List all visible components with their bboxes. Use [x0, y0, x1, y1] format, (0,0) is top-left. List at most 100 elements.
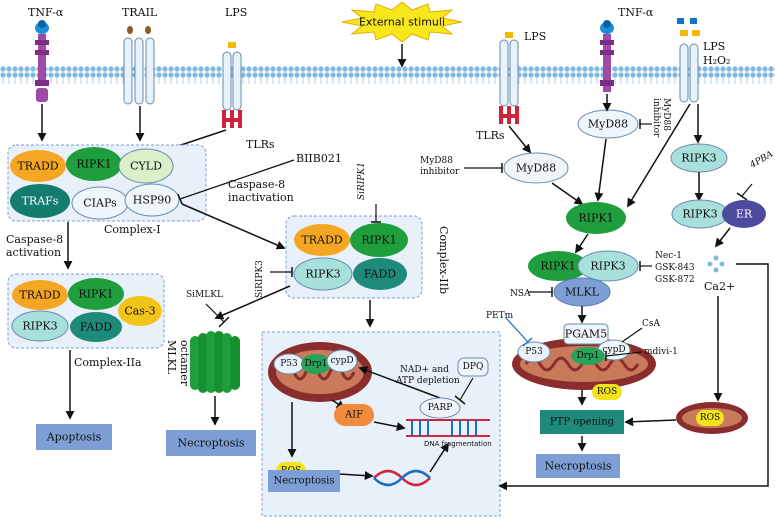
right-ros: [592, 384, 622, 400]
complex2a-tradd-label: TRADD: [19, 289, 60, 302]
right-mlkl-label: MLKL: [565, 286, 600, 299]
myd88-mid: [503, 152, 569, 184]
right-ros-label: ROS: [597, 387, 617, 397]
gsk843-label: GSK-843: [655, 263, 695, 273]
box-parp: [419, 397, 461, 419]
right-drp1-label: Drp1: [576, 351, 599, 361]
right-ripk3-top-label: RIPK3: [681, 152, 716, 165]
petm-label: PETm: [486, 311, 514, 321]
complex2a-cas3-label: Cas-3: [124, 305, 155, 318]
complex2b-name: Complex-IIb: [437, 226, 450, 294]
tnf-receptor-right: [600, 20, 614, 92]
lps-left-label: LPS: [225, 6, 247, 19]
complex2a-ripk3: [11, 310, 69, 342]
h2o2-label: H₂O₂: [703, 54, 730, 67]
complex2b-fadd: [353, 258, 407, 290]
ca-label: Ca2+: [704, 280, 735, 293]
casp8-inactivation-1: Caspase-8: [228, 178, 285, 191]
complex2b-fadd-label: FADD: [364, 268, 396, 281]
right-pgam5-label: PGAM5: [565, 328, 607, 341]
necroptosis-box-2: [268, 470, 340, 492]
apoptosis-label: Apoptosis: [46, 431, 102, 444]
box-aif-label: AIF: [344, 410, 363, 421]
complex2a-ripk3-label: RIPK3: [22, 320, 57, 333]
tnf-receptor-left: [35, 20, 49, 102]
right-ripk3b: [577, 250, 639, 282]
right-drp1: [571, 347, 605, 365]
necroptosis-label-2: Necroptosis: [274, 476, 335, 487]
complex1-tradd-label: TRADD: [17, 160, 58, 173]
myd88-inhibitor-right-2: inhibitor: [651, 98, 661, 138]
mlkl-octamer-label-2: octamer: [178, 340, 191, 387]
biib021-label: BIIB021: [296, 152, 342, 165]
complex2b-ripk3: [293, 257, 353, 291]
box-p53-label: P53: [280, 359, 298, 369]
complex1-hsp90-label: HSP90: [133, 194, 172, 207]
right-ripk1b: [528, 251, 588, 281]
nec1-label: Nec-1: [655, 251, 682, 261]
trail-receptor: [123, 26, 155, 105]
external-stimuli-burst: External stimuli: [341, 1, 463, 43]
tnf-left-label: TNF-α: [28, 6, 64, 19]
simlkl-label: SiMLKL: [186, 290, 223, 300]
box-drp1: [301, 354, 331, 374]
mlkl-octamer-label-1: MLKL: [165, 340, 178, 375]
complex1-trafs: [10, 184, 70, 218]
complex2a-ripk1-label: RIPK1: [78, 288, 113, 301]
complex2a-ripk1: [68, 278, 124, 310]
nad-label-2: ATP depletion: [395, 376, 460, 386]
complex1-hsp90: [124, 183, 180, 217]
lps-h2o2-receptor: [677, 18, 700, 103]
csa-label: CsA: [642, 319, 661, 329]
right-er-label: ER: [736, 208, 753, 221]
dna-fragmentation-label: DNA fragmentation: [424, 440, 492, 448]
ptp-opening-label: PTP opening: [550, 417, 615, 428]
right-ripk1-label: RIPK1: [578, 212, 613, 225]
nsa-label: NSA: [510, 289, 531, 299]
apoptosis-box: [36, 424, 112, 450]
right-er: [722, 200, 766, 228]
complex2a-fadd: [70, 312, 122, 342]
box-cypd-label: cypD: [330, 356, 353, 366]
box-dpq: [457, 357, 489, 377]
right-pgam5: [563, 323, 609, 345]
box-parp-label: PARP: [428, 403, 453, 413]
nad-label-1: NAD+ and: [400, 365, 449, 375]
casp8-activation-2: activation: [6, 246, 61, 259]
gsk872-label: GSK-872: [655, 275, 695, 285]
box-dpq-label: DPQ: [463, 362, 484, 372]
siripk1-label: SiRIPK1: [357, 162, 367, 200]
complex2b-ripk3-label: RIPK3: [305, 268, 340, 281]
necroptosis-box-3: [536, 454, 620, 478]
right-ripk3-er-label: RIPK3: [682, 208, 717, 221]
calcium-droplets-icon: [707, 255, 725, 273]
necroptosis-box-1: [166, 430, 256, 456]
complex2a-name: Complex-IIa: [74, 356, 142, 369]
complex2b-tradd-label: TRADD: [301, 234, 342, 247]
tlr-left-receptor: [222, 42, 242, 128]
right-ripk1b-label: RIPK1: [540, 260, 575, 273]
far-right-ros-label: ROS: [700, 413, 720, 423]
complex2a-cas3: [118, 296, 162, 326]
necroptosis-label-1: Necroptosis: [177, 437, 244, 450]
complex1-cyld: [118, 148, 174, 184]
far-right-ros: [696, 410, 724, 426]
tlr-mid-receptor: [499, 32, 519, 124]
right-p53: [517, 341, 551, 363]
tlrs-mid-label: TLRs: [476, 129, 505, 142]
tlrs-left-label: TLRs: [246, 138, 275, 151]
complex2b-tradd: [294, 224, 350, 256]
dna-fragmentation-icon: [406, 419, 490, 437]
box-cypd: [326, 349, 358, 373]
right-cypd-label: cypD: [602, 345, 625, 355]
right-p53-label: P53: [525, 347, 543, 357]
cell-membrane: [0, 66, 775, 84]
box-drp1-label: Drp1: [304, 359, 327, 369]
myd88-inhibitor-right-1: MyD88: [661, 98, 671, 131]
right-ripk1: [566, 202, 626, 234]
right-ripk3b-label: RIPK3: [590, 260, 625, 273]
ptp-opening-box: [540, 410, 624, 434]
tnf-right-label: TNF-α: [618, 6, 654, 19]
complex1-name: Complex-I: [104, 223, 161, 236]
